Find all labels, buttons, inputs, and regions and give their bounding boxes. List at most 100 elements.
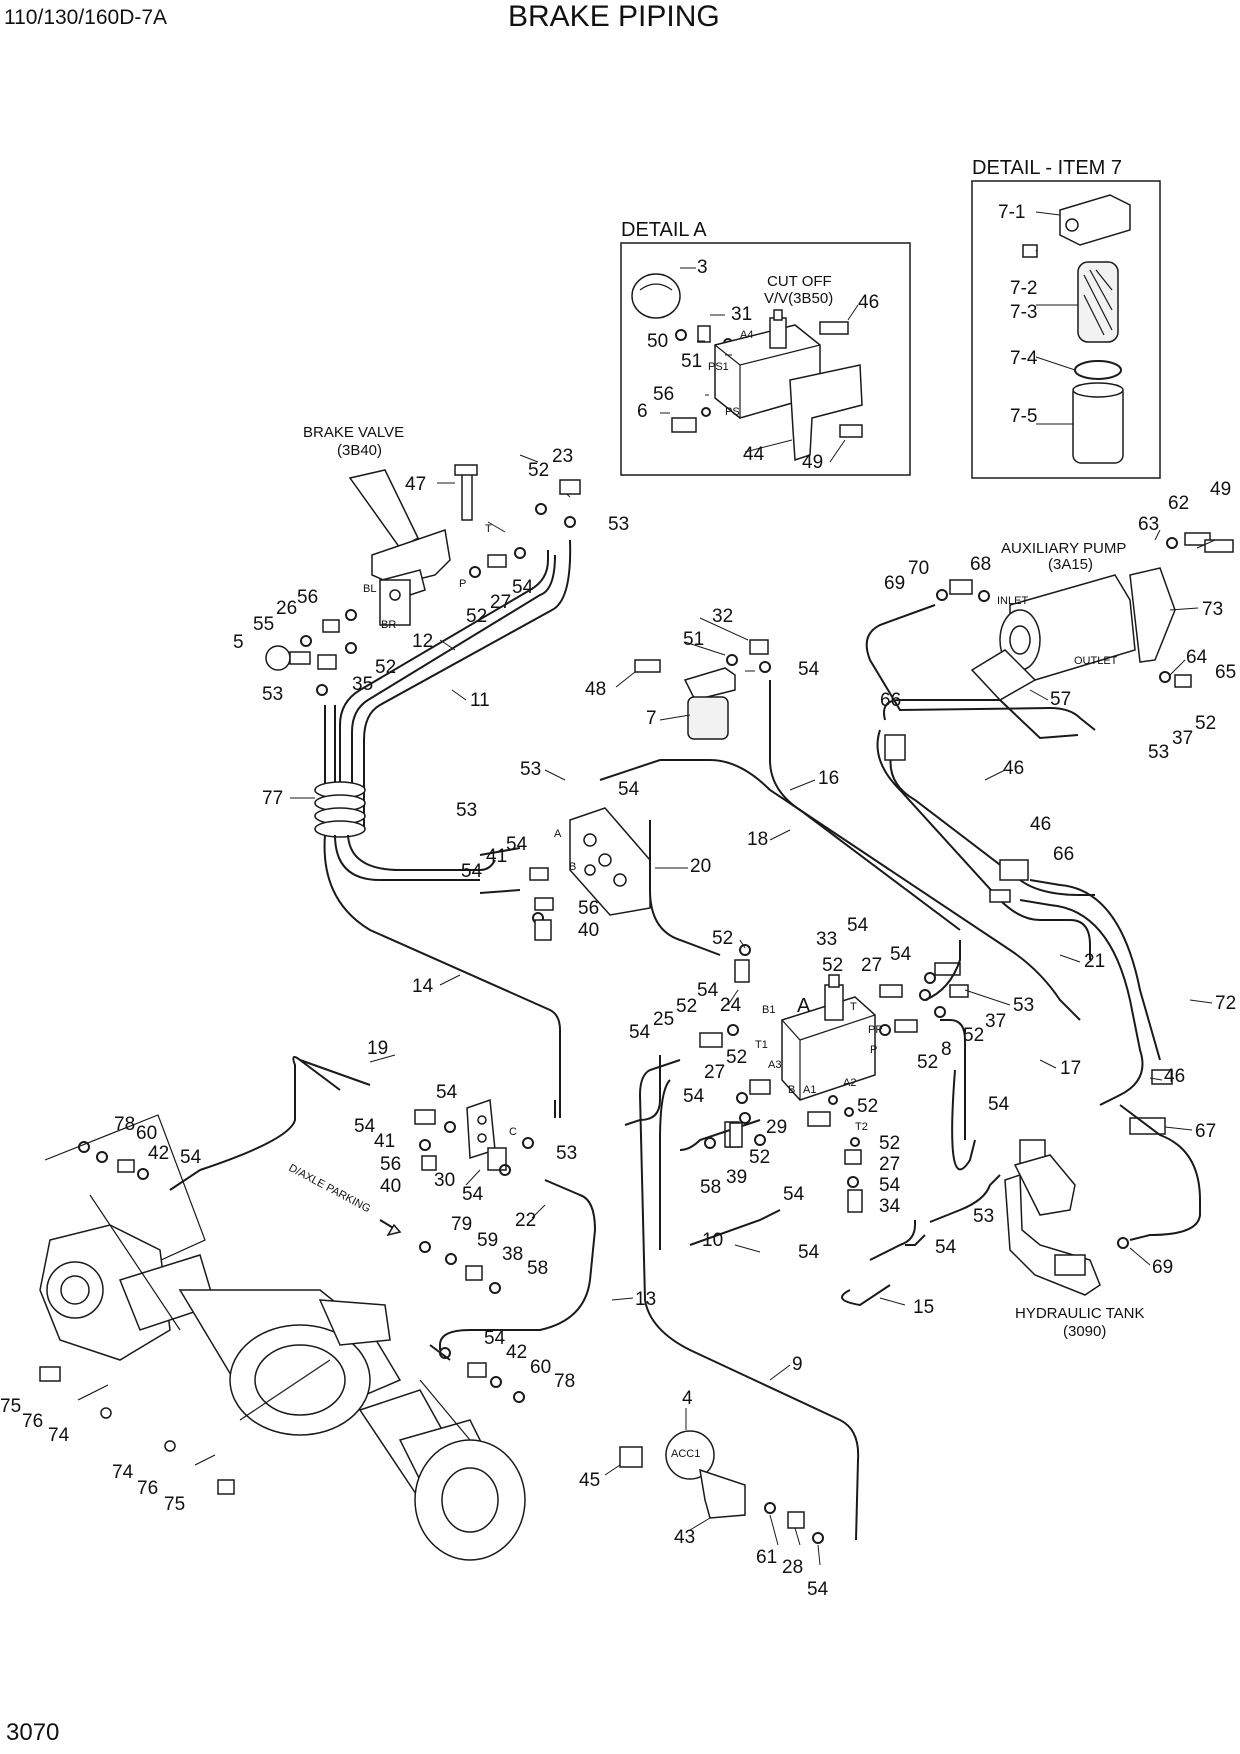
cutoff-valve-label-2: V/V(3B50) [764, 290, 833, 307]
part-42-a: 42 [148, 1143, 169, 1164]
port-a-block: A [554, 828, 562, 840]
part-51-b: 51 [683, 629, 704, 650]
part-46-c: 46 [1030, 814, 1051, 835]
port-t1: T1 [755, 1039, 768, 1051]
part-58-a: 58 [527, 1258, 548, 1279]
part-44: 44 [743, 444, 765, 465]
part-39: 39 [726, 1167, 747, 1188]
main-valve-block: A B1 T1 A3 B A1 A2 T2 T PP P [699, 944, 969, 1213]
part-73: 73 [1202, 599, 1223, 620]
part-56-b: 56 [297, 587, 318, 608]
port-ps: PS [725, 406, 740, 418]
part-53-h: 53 [973, 1206, 994, 1227]
filter-bowl-drawing [1072, 382, 1124, 464]
part-75-a: 75 [0, 1396, 21, 1417]
part-34: 34 [879, 1196, 901, 1217]
part-8: 8 [941, 1039, 952, 1060]
part-57: 57 [1050, 689, 1071, 710]
part-19: 19 [367, 1038, 388, 1059]
distribution-block-20: A B [529, 807, 651, 941]
part-52-m: 52 [749, 1147, 770, 1168]
part-51-a: 51 [681, 351, 702, 372]
part-15: 15 [913, 1297, 934, 1318]
part-70: 70 [908, 558, 929, 579]
part-55: 55 [253, 614, 274, 635]
port-a4: A4 [740, 329, 753, 341]
port-b-block: B [569, 861, 576, 873]
hoses-main-valve [624, 940, 976, 1541]
axle-parking-text: D/AXLE PARKING [287, 1162, 373, 1215]
part-4: 4 [682, 1388, 693, 1409]
part-52-j: 52 [726, 1047, 747, 1068]
part-67: 67 [1195, 1121, 1216, 1142]
axle-right-fittings [429, 1344, 525, 1403]
part-6: 6 [637, 401, 648, 422]
acc1-label: ACC1 [671, 1448, 700, 1460]
part-61: 61 [756, 1547, 777, 1568]
part-45: 45 [579, 1470, 600, 1491]
port-b1: B1 [762, 1004, 775, 1016]
part-18: 18 [747, 829, 768, 850]
part-60-a: 60 [136, 1123, 157, 1144]
part-52-c: 52 [466, 606, 487, 627]
part-46-a: 46 [858, 292, 879, 313]
part-54-c: 54 [618, 779, 640, 800]
part-38: 38 [502, 1244, 523, 1265]
part-37-b: 37 [985, 1011, 1006, 1032]
part-76-b: 76 [137, 1478, 158, 1499]
detail-item7-title: DETAIL - ITEM 7 [972, 157, 1122, 179]
model-label: 110/130/160D-7A [4, 6, 167, 29]
part-37-a: 37 [1172, 728, 1193, 749]
part-54-o: 54 [180, 1147, 202, 1168]
part-32: 32 [712, 606, 733, 627]
part-12: 12 [412, 631, 433, 652]
part-78-b: 78 [554, 1371, 575, 1392]
part-68: 68 [970, 554, 991, 575]
filter-element-drawing [1077, 261, 1119, 343]
part-52-f: 52 [822, 955, 843, 976]
part-54-h: 54 [890, 944, 912, 965]
part-69-b: 69 [1152, 1257, 1173, 1278]
part-22: 22 [515, 1210, 536, 1231]
part-63: 63 [1138, 514, 1159, 535]
part-53-e: 53 [456, 800, 477, 821]
part-54-m: 54 [354, 1116, 376, 1137]
part-53-c: 53 [1148, 742, 1169, 763]
part-33: 33 [816, 929, 837, 950]
port-pp: PP [868, 1024, 883, 1036]
part-52-d: 52 [1195, 713, 1216, 734]
part-25: 25 [653, 1009, 674, 1030]
part-49-b: 49 [1210, 479, 1231, 500]
part-50: 50 [647, 331, 668, 352]
port-p-main: P [870, 1044, 877, 1056]
part-20: 20 [690, 856, 711, 877]
part-52-l: 52 [879, 1133, 900, 1154]
aux-pump-label-1: AUXILIARY PUMP [1001, 540, 1126, 557]
part-79: 79 [451, 1214, 472, 1235]
part-69-a: 69 [884, 573, 905, 594]
part-7-1: 7-1 [998, 202, 1025, 223]
part-56-c: 56 [578, 898, 599, 919]
part-62: 62 [1168, 493, 1189, 514]
port-a2: A2 [843, 1077, 856, 1089]
part-54-p: 54 [988, 1094, 1010, 1115]
hyd-tank-label-1: HYDRAULIC TANK [1015, 1305, 1144, 1322]
part-30: 30 [434, 1170, 455, 1191]
part-54-g: 54 [847, 915, 869, 936]
inlet-label: INLET [997, 595, 1028, 607]
port-a3: A3 [768, 1059, 781, 1071]
filter-7 [615, 617, 771, 740]
part-7: 7 [646, 708, 657, 729]
part-17: 17 [1060, 1058, 1081, 1079]
brake-valve-label-1: BRAKE VALVE [303, 424, 404, 441]
part-52-e: 52 [712, 928, 733, 949]
part-54-l: 54 [436, 1082, 458, 1103]
port-b-main: B [788, 1084, 795, 1096]
part-14: 14 [412, 976, 434, 997]
part-47: 47 [405, 474, 426, 495]
port-ps1: PS1 [708, 361, 729, 373]
part-27-c: 27 [704, 1062, 725, 1083]
part-54-t-s: 54 [484, 1328, 506, 1349]
parking-fittings [419, 1241, 501, 1294]
